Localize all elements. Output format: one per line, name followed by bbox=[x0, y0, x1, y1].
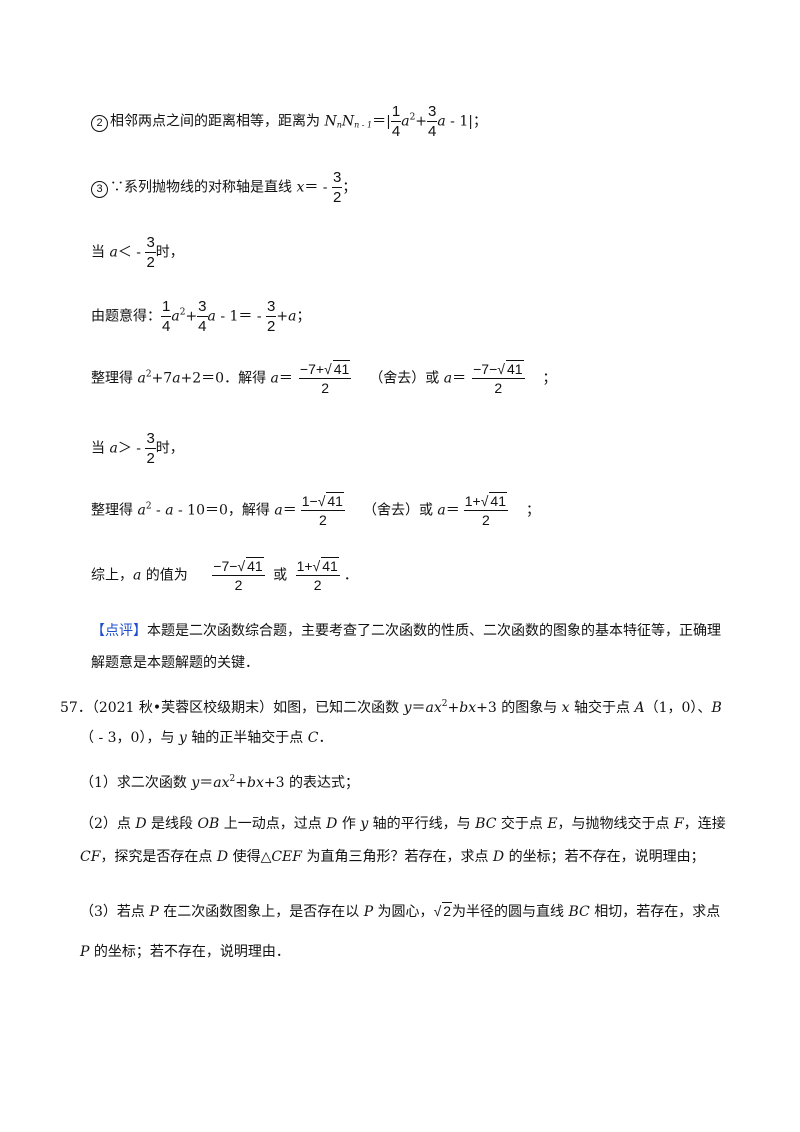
question-number: 57． bbox=[60, 700, 92, 716]
comment-tag: 【点评】 bbox=[91, 623, 147, 639]
question-57-part-2-line-1: （2）点 D 是线段 OB 上一动点，过点 D 作 y 轴的平行线，与 BC 交… bbox=[80, 816, 726, 832]
question-57-part-3-line-1: （3）若点 P 在二次函数图象上，是否存在以 P 为圆心，√2为半径的圆与直线 … bbox=[80, 902, 721, 920]
comment-line-1: 【点评】本题是二次函数综合题，主要考查了二次函数的性质、二次函数的图象的基本特征… bbox=[91, 623, 721, 639]
question-57-line-2: （ - 3，0），与 y 轴的正半轴交于点 C． bbox=[80, 730, 333, 746]
circled-number: 2 bbox=[91, 114, 108, 132]
question-57-part-3-line-2: P 的坐标；若不存在，说明理由． bbox=[80, 944, 290, 960]
question-57-line-1: 57．（2021 秋•芙蓉区校级期末）如图，已知二次函数 y＝ax2+bx+3 … bbox=[60, 699, 722, 716]
circled-number: 3 bbox=[91, 180, 108, 198]
question-57-part-1: （1）求二次函数 y＝ax2+bx+3 的表达式； bbox=[80, 774, 359, 791]
question-57-part-2-line-2: CF，探究是否存在点 D 使得△CEF 为直角三角形？若存在，求点 D 的坐标；… bbox=[80, 849, 705, 865]
comment-line-2: 解题意是本题解题的关键． bbox=[91, 655, 259, 671]
